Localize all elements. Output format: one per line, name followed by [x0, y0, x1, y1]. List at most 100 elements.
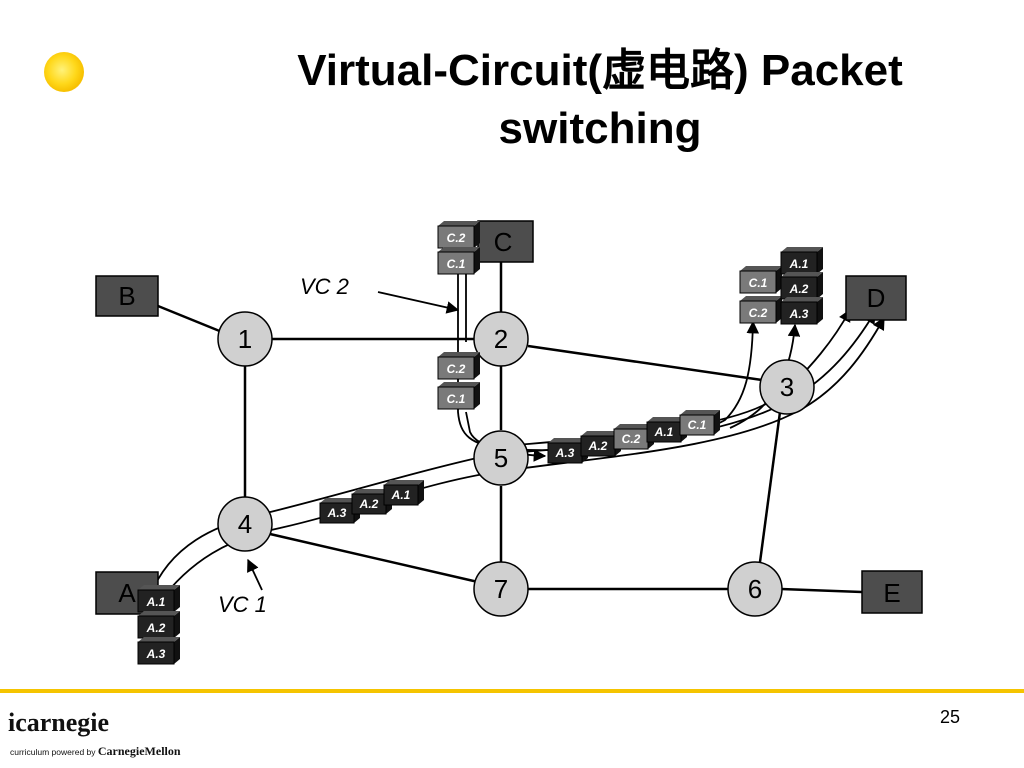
packet-a-1: A.1 [383, 480, 424, 506]
host-b-label: B [118, 281, 135, 311]
packet-a-3: A.3 [137, 637, 180, 665]
packet-a-1: A.1 [780, 247, 823, 275]
packet-label: A.1 [789, 257, 809, 271]
link-4-7 [269, 532, 479, 584]
packet-side [714, 410, 720, 435]
packet-top [320, 498, 360, 503]
packet-top [438, 352, 480, 357]
packet-face [437, 356, 475, 380]
link-6-3 [758, 411, 782, 563]
footer-accent-line [0, 689, 1024, 693]
vc1-label: VC 1 [218, 592, 267, 617]
packet-side [817, 247, 823, 274]
packet-side [418, 480, 424, 505]
router-3: 3 [759, 359, 815, 415]
logo-tag-org: CarnegieMellon [97, 744, 181, 758]
packet-top [680, 410, 720, 415]
packet-side [174, 585, 180, 612]
packet-top [548, 438, 588, 443]
packet-a-3: A.3 [780, 297, 823, 325]
router-7-label: 7 [494, 574, 508, 604]
title-line-2: switching [498, 104, 702, 153]
vc2-label: VC 2 [300, 274, 349, 299]
router-5: 5 [473, 430, 529, 486]
packet-top [781, 272, 823, 277]
packet-c-1: C.1 [437, 382, 480, 410]
host-e: E [861, 570, 923, 614]
packet-label: C.2 [447, 362, 466, 376]
link-6-e [780, 587, 863, 594]
router-6: 6 [727, 561, 783, 617]
packet-top [740, 296, 782, 301]
packet-c-2: C.2 [739, 296, 782, 324]
packet-top [352, 489, 392, 494]
packet-c-1: C.1 [739, 266, 782, 294]
link-b-1 [157, 304, 223, 334]
packet-label: C.1 [447, 392, 466, 406]
vc-network-diagram: B C D A E 1 2 3 4 5 6 7 [95, 220, 923, 665]
logo-tag-prefix: curriculum powered by [10, 747, 96, 757]
packet-face [739, 300, 777, 324]
host-d: D [845, 275, 907, 321]
network-links [157, 262, 863, 594]
packet-c-2: C.2 [437, 352, 480, 380]
packet-label: A.1 [654, 425, 674, 439]
packet-c-2: C.2 [613, 424, 654, 450]
host-e-label: E [883, 578, 900, 608]
title-bullet-sun-icon [44, 52, 84, 92]
packet-label: C.1 [688, 418, 707, 432]
packet-face [739, 270, 777, 294]
packet-top [781, 247, 823, 252]
router-1: 1 [217, 311, 273, 367]
logo-brand-text: icarnegie [8, 708, 110, 737]
packet-top [614, 424, 654, 429]
packet-c-1: C.1 [679, 410, 720, 436]
packet-label: C.2 [622, 432, 641, 446]
packet-label: A.3 [327, 506, 347, 520]
router-3-label: 3 [780, 372, 794, 402]
packet-face [780, 301, 818, 325]
host-c: C [477, 220, 534, 263]
packet-label: C.2 [447, 231, 466, 245]
packet-label: C.2 [749, 306, 768, 320]
vc2-label-arrow [377, 291, 460, 314]
packet-top [138, 637, 180, 642]
router-2: 2 [473, 311, 529, 367]
packet-top [438, 247, 480, 252]
packet-label: A.3 [146, 647, 166, 661]
packet-face [137, 641, 175, 665]
icarnegie-logo: icarnegie curriculum powered by Carnegie… [8, 708, 198, 764]
logo-tagline: curriculum powered by CarnegieMellon [10, 744, 181, 759]
packet-face [437, 251, 475, 275]
host-c-label: C [494, 227, 513, 257]
router-7: 7 [473, 561, 529, 617]
packet-top [647, 417, 687, 422]
packet-c-1: C.1 [437, 247, 480, 275]
packet-a-2: A.2 [780, 272, 823, 300]
packet-side [817, 272, 823, 299]
vc1-path-lower [157, 469, 511, 605]
vc1-path-to-d-2 [509, 316, 885, 471]
title-line-1: Virtual-Circuit(虚电路) Packet [297, 46, 903, 95]
packet-a-3: A.3 [319, 498, 360, 524]
packet-side [174, 637, 180, 664]
router-4-label: 4 [238, 509, 252, 539]
packet-side [174, 611, 180, 638]
packet-c-2: C.2 [437, 221, 480, 249]
packet-label: A.3 [789, 307, 809, 321]
packet-top [581, 431, 621, 436]
packet-label: C.1 [447, 257, 466, 271]
packet-top [438, 221, 480, 226]
packet-top [740, 266, 782, 271]
virtual-circuit-paths [149, 272, 885, 605]
packet-face [383, 484, 419, 506]
router-5-label: 5 [494, 443, 508, 473]
packet-label: A.2 [359, 497, 379, 511]
packet-label: A.2 [146, 621, 166, 635]
packet-face [679, 414, 715, 436]
packet-label: A.1 [391, 488, 411, 502]
link-2-3 [527, 344, 763, 382]
packet-a-2: A.2 [137, 611, 180, 639]
packet-face [437, 386, 475, 410]
